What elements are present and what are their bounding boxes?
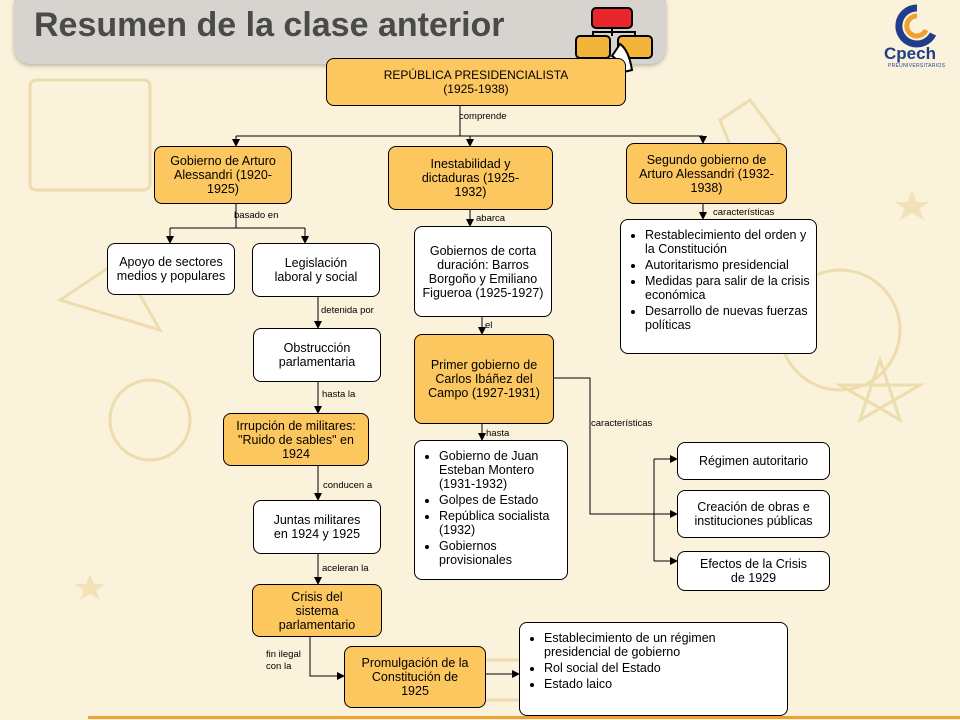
list-item: Estado laico bbox=[544, 677, 781, 691]
list-item: Establecimiento de un régimen presidenci… bbox=[544, 631, 781, 659]
list-item: Gobiernos provisionales bbox=[439, 539, 561, 567]
list-item: Gobierno de Juan Esteban Montero (1931-1… bbox=[439, 449, 561, 491]
list-constitucion: Establecimiento de un régimen presidenci… bbox=[519, 622, 788, 716]
list-item: Restablecimiento del orden y la Constitu… bbox=[645, 228, 810, 256]
root-box: REPÚBLICA PRESIDENCIALISTA (1925-1938) bbox=[326, 58, 626, 106]
label-detenida-por: detenida por bbox=[321, 305, 374, 316]
label-abarca: abarca bbox=[476, 213, 506, 224]
box-irrupcion: Irrupción de militares: "Ruido de sables… bbox=[223, 413, 369, 466]
box-gobiernos-corta: Gobiernos de corta duración: Barros Borg… bbox=[414, 226, 552, 317]
box-alessandri-1: Gobierno de Arturo Alessandri (1920-1925… bbox=[154, 146, 292, 204]
label-aceleran-la: aceleran la bbox=[322, 563, 369, 574]
logo-text: Cpech bbox=[884, 44, 936, 63]
page-title: Resumen de la clase anterior bbox=[34, 6, 505, 44]
diagram-hand-icon bbox=[575, 7, 653, 74]
logo-subtext: PREUNIVERSITARIOS bbox=[888, 63, 946, 69]
box-ibanez: Primer gobierno de Carlos Ibáñez del Cam… bbox=[414, 334, 554, 424]
box-promulgacion: Promulgación de la Constitución de 1925 bbox=[344, 646, 486, 708]
root-dates: (1925-1938) bbox=[443, 82, 509, 96]
label-con-la: con la bbox=[266, 661, 292, 672]
label-el: el bbox=[485, 320, 493, 331]
list-item: Rol social del Estado bbox=[544, 661, 781, 675]
bottom-accent-bar bbox=[88, 716, 960, 719]
list-item: Desarrollo de nuevas fuerzas políticas bbox=[645, 304, 810, 332]
box-regimen: Régimen autoritario bbox=[677, 442, 830, 480]
box-crisis: Crisis del sistema parlamentario bbox=[252, 584, 382, 637]
label-conducen-a: conducen a bbox=[323, 480, 373, 491]
list-alessandri-2: Restablecimiento del orden y la Constitu… bbox=[620, 219, 817, 354]
root-title: REPÚBLICA PRESIDENCIALISTA bbox=[383, 68, 569, 82]
box-apoyo: Apoyo de sectores medios y populares bbox=[107, 243, 235, 295]
list-item: Medidas para salir de la crisis económic… bbox=[645, 274, 810, 302]
cpech-logo-icon bbox=[895, 4, 937, 48]
list-item: Golpes de Estado bbox=[439, 493, 561, 507]
label-hasta: hasta bbox=[486, 428, 510, 439]
label-comprende: comprende bbox=[459, 111, 507, 122]
box-efectos: Efectos de la Crisis de 1929 bbox=[677, 551, 830, 591]
title-bar bbox=[14, 0, 666, 64]
label-fin-ilegal: fin ilegal bbox=[266, 649, 301, 660]
box-obras: Creación de obras e instituciones públic… bbox=[677, 490, 830, 538]
list-item: República socialista (1932) bbox=[439, 509, 561, 537]
list-hasta: Gobierno de Juan Esteban Montero (1931-1… bbox=[414, 440, 568, 580]
label-caracteristicas-top: características bbox=[713, 207, 775, 218]
label-basado-en: basado en bbox=[234, 210, 279, 221]
label-hasta-la: hasta la bbox=[322, 389, 356, 400]
box-legislacion: Legislación laboral y social bbox=[252, 243, 380, 297]
box-inestabilidad: Inestabilidad y dictaduras (1925-1932) bbox=[388, 146, 553, 210]
box-obstruccion: Obstrucción parlamentaria bbox=[253, 328, 381, 382]
box-juntas: Juntas militares en 1924 y 1925 bbox=[253, 500, 381, 554]
list-item: Autoritarismo presidencial bbox=[645, 258, 810, 272]
box-alessandri-2: Segundo gobierno de Arturo Alessandri (1… bbox=[626, 143, 787, 204]
label-caracteristicas-mid: características bbox=[591, 418, 653, 429]
